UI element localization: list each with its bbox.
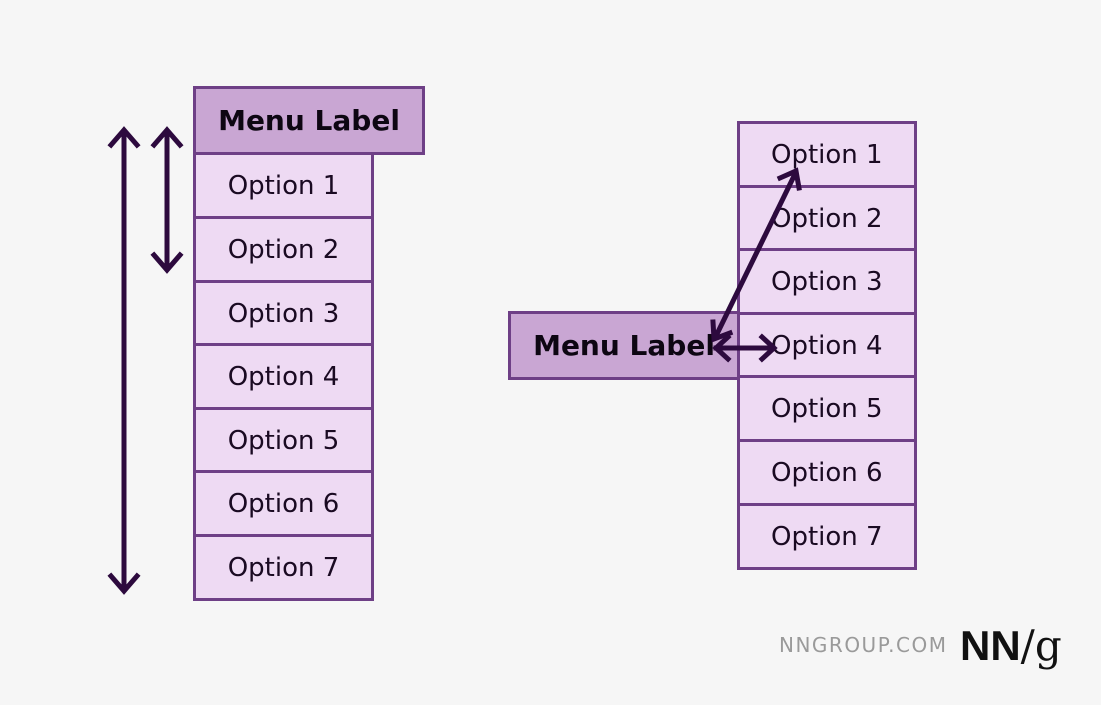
left-option-6[interactable]: Option 6 — [193, 470, 374, 537]
right-option-2[interactable]: Option 2 — [737, 185, 917, 252]
right-option-6[interactable]: Option 6 — [737, 439, 917, 506]
left-option-5[interactable]: Option 5 — [193, 407, 374, 474]
logo-slash: / — [1020, 621, 1035, 670]
left-option-7[interactable]: Option 7 — [193, 534, 374, 601]
left-option-3[interactable]: Option 3 — [193, 280, 374, 347]
right-option-5[interactable]: Option 5 — [737, 375, 917, 442]
left-option-1[interactable]: Option 1 — [193, 152, 374, 219]
logo-nn: NN — [960, 622, 1021, 669]
left-option-2[interactable]: Option 2 — [193, 216, 374, 283]
long-distance-arrow — [107, 126, 141, 595]
logo-g: g — [1034, 621, 1062, 670]
right-option-3[interactable]: Option 3 — [737, 248, 917, 315]
right-option-7[interactable]: Option 7 — [737, 503, 917, 570]
right-option-1[interactable]: Option 1 — [737, 121, 917, 188]
right-menu-label[interactable]: Menu Label — [508, 311, 740, 380]
left-option-4[interactable]: Option 4 — [193, 343, 374, 410]
short-distance-arrow — [150, 126, 184, 274]
left-menu-label[interactable]: Menu Label — [193, 86, 425, 155]
site-url[interactable]: NNGROUP.COM — [779, 633, 948, 657]
nng-logo: NN/g — [960, 621, 1062, 670]
right-option-4[interactable]: Option 4 — [737, 312, 917, 379]
